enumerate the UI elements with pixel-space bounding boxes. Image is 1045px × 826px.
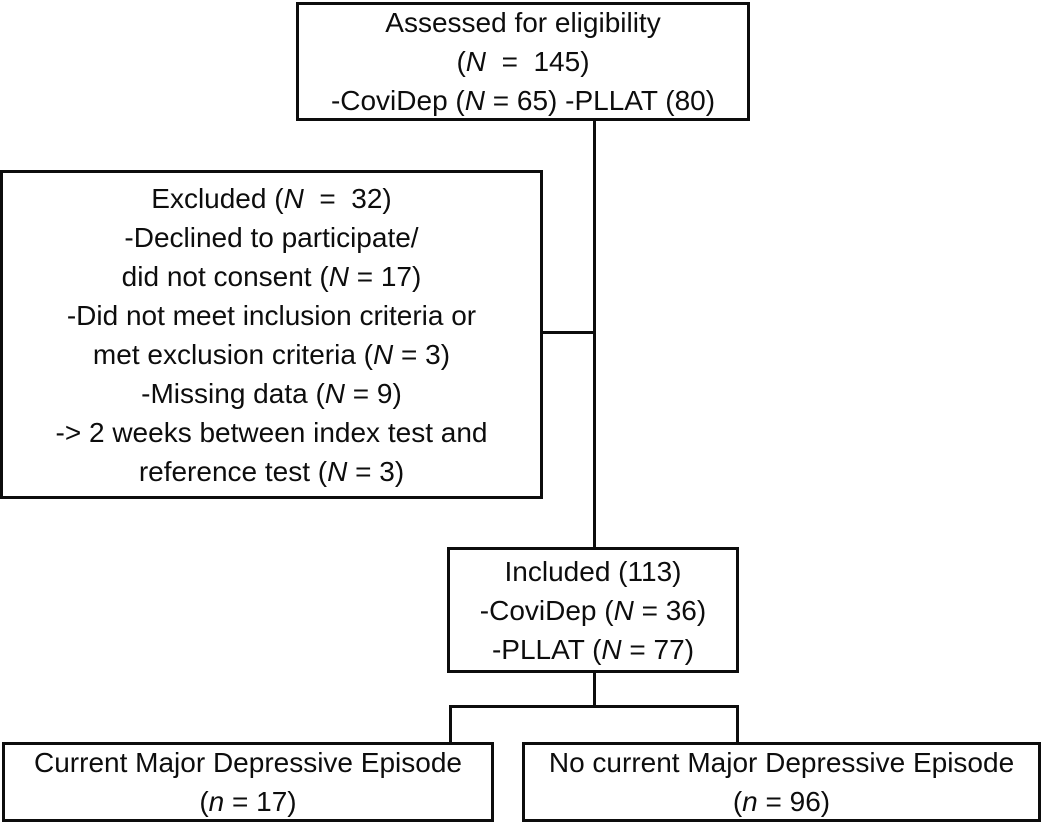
included-box: Included (113) -CoviDep (N = 36) -PLLAT (N…	[447, 547, 739, 673]
text-line: -Missing data (N = 9)	[141, 377, 402, 409]
text-line: reference test (N = 3)	[138, 455, 405, 487]
text-line: (n = 17)	[199, 786, 297, 817]
text-line: (N = 145)	[456, 46, 590, 77]
connector-excluded-branch	[541, 331, 594, 334]
connector-to-no-current-mde	[736, 705, 739, 744]
current-mde-box: Current Major Depressive Episode (n = 17)	[2, 742, 494, 822]
text-line: did not consent (N = 17)	[121, 260, 422, 292]
text-line: (n = 96)	[732, 786, 831, 817]
text-line: -CoviDep (N = 65) -PLLAT (80)	[330, 85, 716, 116]
text-line: No current Major Depressive Episode	[548, 747, 1015, 778]
no-current-mde-box: No current Major Depressive Episode (n = …	[522, 742, 1041, 822]
connector-included-stem	[593, 671, 596, 708]
connector-split-bar	[449, 705, 739, 708]
text-line: -PLLAT (N = 77)	[491, 633, 695, 665]
excluded-box: Excluded (N = 32) -Declined to participat…	[0, 170, 543, 499]
text-line: -CoviDep (N = 36)	[479, 594, 707, 626]
connector-to-current-mde	[449, 705, 452, 744]
text-line: -> 2 weeks between index test and	[55, 416, 488, 448]
text-line: Excluded (N = 32)	[151, 182, 392, 214]
text-line: -Declined to participate/	[124, 221, 419, 253]
connector-assessed-to-included	[593, 121, 596, 548]
text-line: Current Major Depressive Episode	[34, 747, 462, 778]
text-line: Assessed for eligibility	[385, 7, 661, 38]
text-line: Included (113)	[504, 555, 682, 587]
text-line: met exclusion criteria (N = 3)	[92, 338, 451, 370]
text-line: -Did not meet inclusion criteria or	[66, 299, 477, 331]
assessed-for-eligibility-box: Assessed for eligibility (N = 145) -CoviDe…	[296, 2, 750, 121]
